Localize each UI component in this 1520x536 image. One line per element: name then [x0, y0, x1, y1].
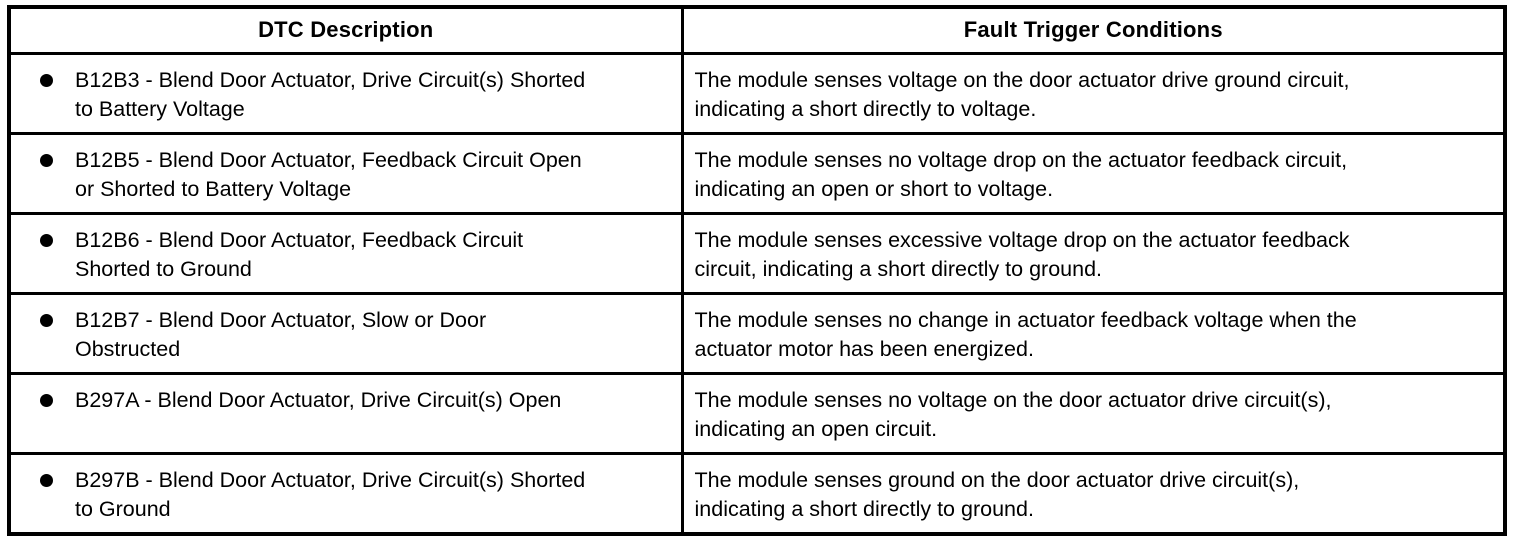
table-row: B12B3 - Blend Door Actuator, Drive Circu…	[7, 51, 1507, 135]
dtc-text: B12B3 - Blend Door Actuator, Drive Circu…	[75, 67, 586, 121]
bullet-icon	[40, 313, 53, 327]
dtc-text: B297A - Blend Door Actuator, Drive Circu…	[75, 387, 562, 412]
condition-text: The module senses no change in actuator …	[694, 307, 1357, 361]
dtc-cell: B12B7 - Blend Door Actuator, Slow or Doo…	[7, 291, 684, 375]
condition-cell: The module senses ground on the door act…	[680, 451, 1507, 535]
dtc-cell: B12B3 - Blend Door Actuator, Drive Circu…	[7, 51, 684, 135]
dtc-cell: B297B - Blend Door Actuator, Drive Circu…	[7, 451, 684, 535]
dtc-text: B12B6 - Blend Door Actuator, Feedback Ci…	[75, 227, 524, 281]
condition-text: The module senses voltage on the door ac…	[694, 67, 1350, 121]
bullet-icon	[40, 473, 53, 487]
condition-text: The module senses no voltage drop on the…	[694, 147, 1348, 201]
condition-text: The module senses no voltage on the door…	[694, 387, 1332, 441]
dtc-text: B12B7 - Blend Door Actuator, Slow or Doo…	[75, 307, 487, 361]
table-row: B297A - Blend Door Actuator, Drive Circu…	[7, 371, 1507, 455]
bullet-icon	[40, 153, 53, 167]
table-row: B12B6 - Blend Door Actuator, Feedback Ci…	[7, 211, 1507, 295]
dtc-cell: B297A - Blend Door Actuator, Drive Circu…	[7, 371, 684, 455]
condition-text: The module senses excessive voltage drop…	[694, 227, 1350, 281]
bullet-icon	[40, 233, 53, 247]
condition-cell: The module senses no voltage drop on the…	[680, 131, 1507, 215]
dtc-table-container: DTC Description Fault Trigger Conditions…	[7, 5, 1507, 536]
header-row: DTC Description Fault Trigger Conditions	[7, 5, 1507, 55]
table-row: B12B5 - Blend Door Actuator, Feedback Ci…	[7, 131, 1507, 215]
table-row: B297B - Blend Door Actuator, Drive Circu…	[7, 451, 1507, 535]
dtc-table: DTC Description Fault Trigger Conditions…	[7, 5, 1507, 536]
table-row: B12B7 - Blend Door Actuator, Slow or Doo…	[7, 291, 1507, 375]
condition-cell: The module senses excessive voltage drop…	[680, 211, 1507, 295]
condition-cell: The module senses no voltage on the door…	[680, 371, 1507, 455]
condition-cell: The module senses no change in actuator …	[680, 291, 1507, 375]
dtc-text: B297B - Blend Door Actuator, Drive Circu…	[75, 467, 586, 521]
column-header-fault-trigger-conditions: Fault Trigger Conditions	[680, 5, 1507, 55]
condition-text: The module senses ground on the door act…	[694, 467, 1300, 521]
dtc-cell: B12B6 - Blend Door Actuator, Feedback Ci…	[7, 211, 684, 295]
column-header-dtc-description: DTC Description	[7, 5, 684, 55]
dtc-text: B12B5 - Blend Door Actuator, Feedback Ci…	[75, 147, 582, 201]
bullet-icon	[40, 393, 53, 407]
dtc-cell: B12B5 - Blend Door Actuator, Feedback Ci…	[7, 131, 684, 215]
condition-cell: The module senses voltage on the door ac…	[680, 51, 1507, 135]
bullet-icon	[40, 73, 53, 87]
